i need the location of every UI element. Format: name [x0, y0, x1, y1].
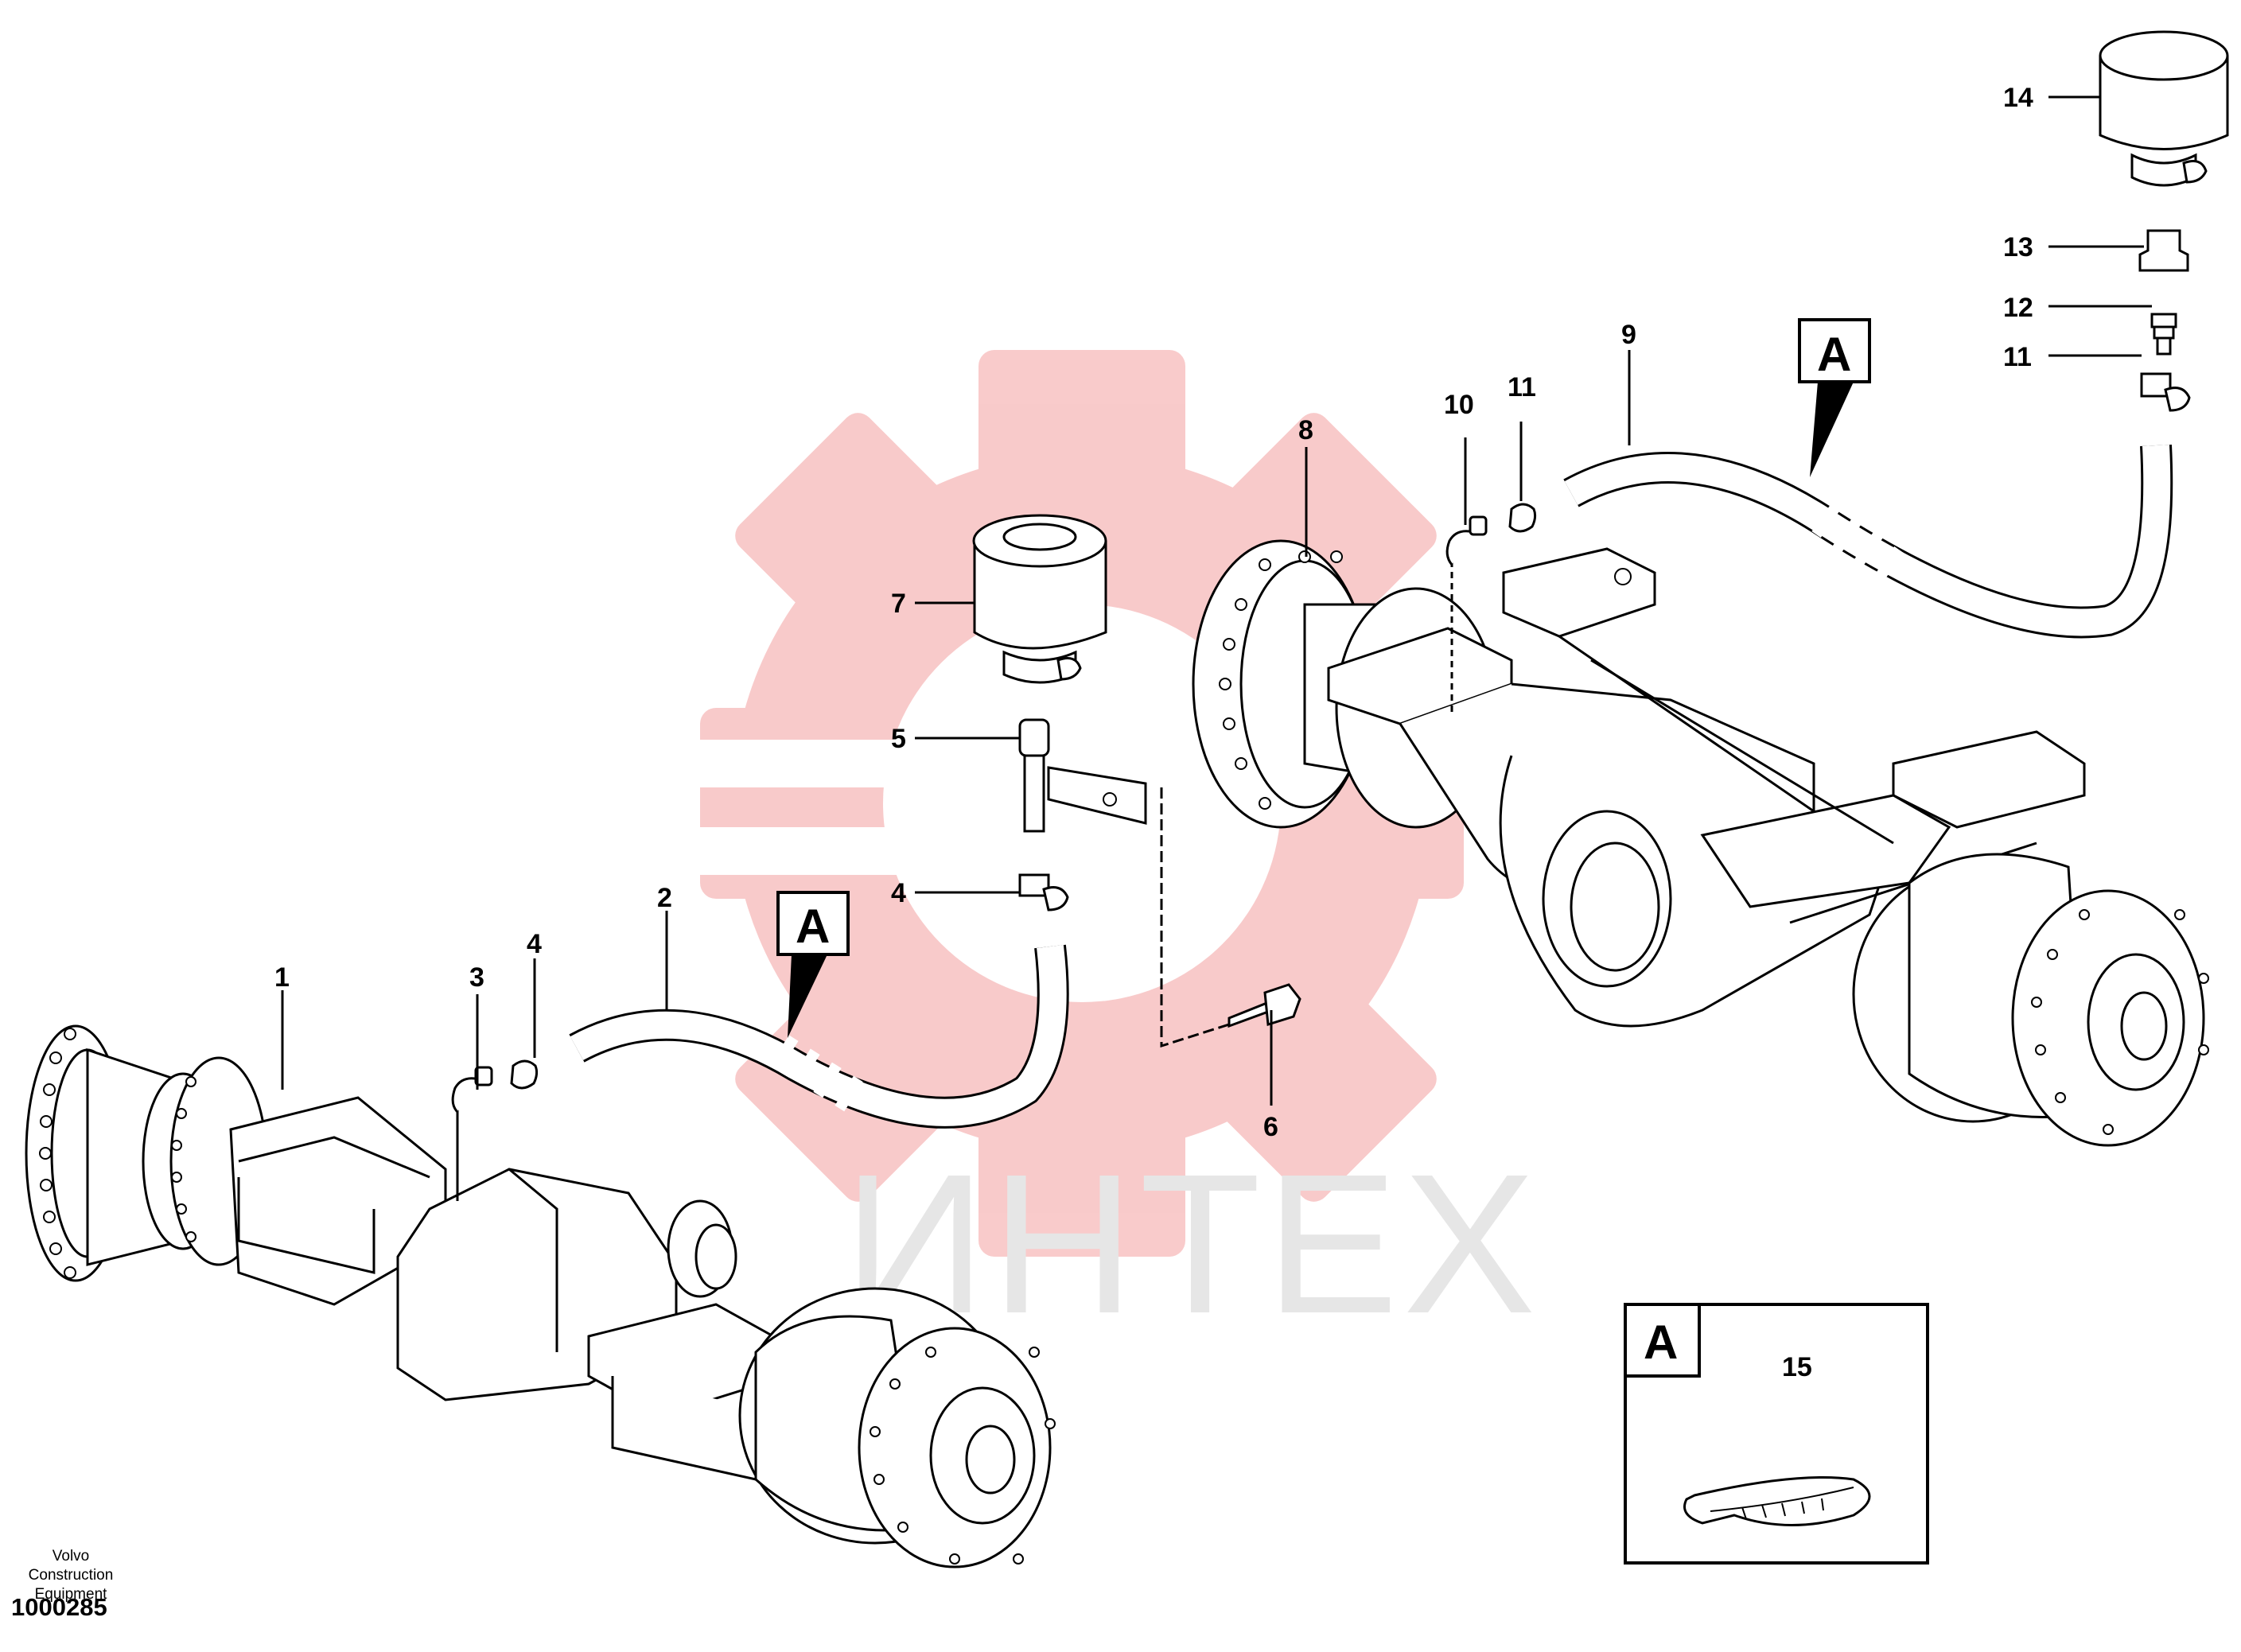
- part-number: 12: [2003, 293, 2033, 323]
- part-number: 2: [657, 883, 672, 913]
- part-number: 6: [1263, 1112, 1278, 1142]
- detail-view-a: A: [1624, 1303, 1929, 1565]
- part-number: 15: [1782, 1352, 1812, 1382]
- drawing-number: 1000285: [11, 1593, 107, 1621]
- part-number: 3: [469, 962, 484, 993]
- part-number: 8: [1298, 415, 1313, 445]
- view-callout-a-front: A: [776, 891, 850, 1038]
- cable-tie-part: [1683, 1476, 1871, 1526]
- part-number: 11: [2003, 342, 2032, 372]
- part-number: 5: [891, 724, 906, 754]
- part-number: 4: [527, 929, 542, 959]
- manufacturer-line-1: Volvo Construction: [28, 1548, 114, 1584]
- rear-axle: [1192, 539, 2209, 1147]
- part-number-labels: 1 2 3 4 4 5 6 7 8 9 10 11 11 12 13 14 15: [274, 83, 2033, 1382]
- part-number: 9: [1621, 320, 1636, 350]
- manufacturer-line-2: Equipment: [34, 1586, 107, 1603]
- front-breather-assembly: [451, 514, 1301, 1201]
- part-number: 13: [2003, 232, 2033, 262]
- manufacturer-label: Volvo Construction Equipment: [11, 1547, 130, 1604]
- view-callout-a-rear: A: [1798, 318, 1871, 477]
- front-axle: [25, 1024, 1056, 1568]
- part-number: 11: [1508, 372, 1536, 402]
- leader-lines: [281, 95, 2152, 1428]
- part-number: 1: [274, 962, 290, 993]
- svg-text:A: A: [1644, 1316, 1678, 1369]
- rear-breather-assembly: [1445, 30, 2229, 716]
- part-number: 4: [891, 878, 906, 908]
- part-number: 14: [2003, 83, 2033, 113]
- part-number: 7: [891, 589, 906, 619]
- svg-text:A: A: [796, 900, 830, 953]
- part-number: 10: [1444, 390, 1474, 420]
- svg-text:A: A: [1817, 328, 1851, 381]
